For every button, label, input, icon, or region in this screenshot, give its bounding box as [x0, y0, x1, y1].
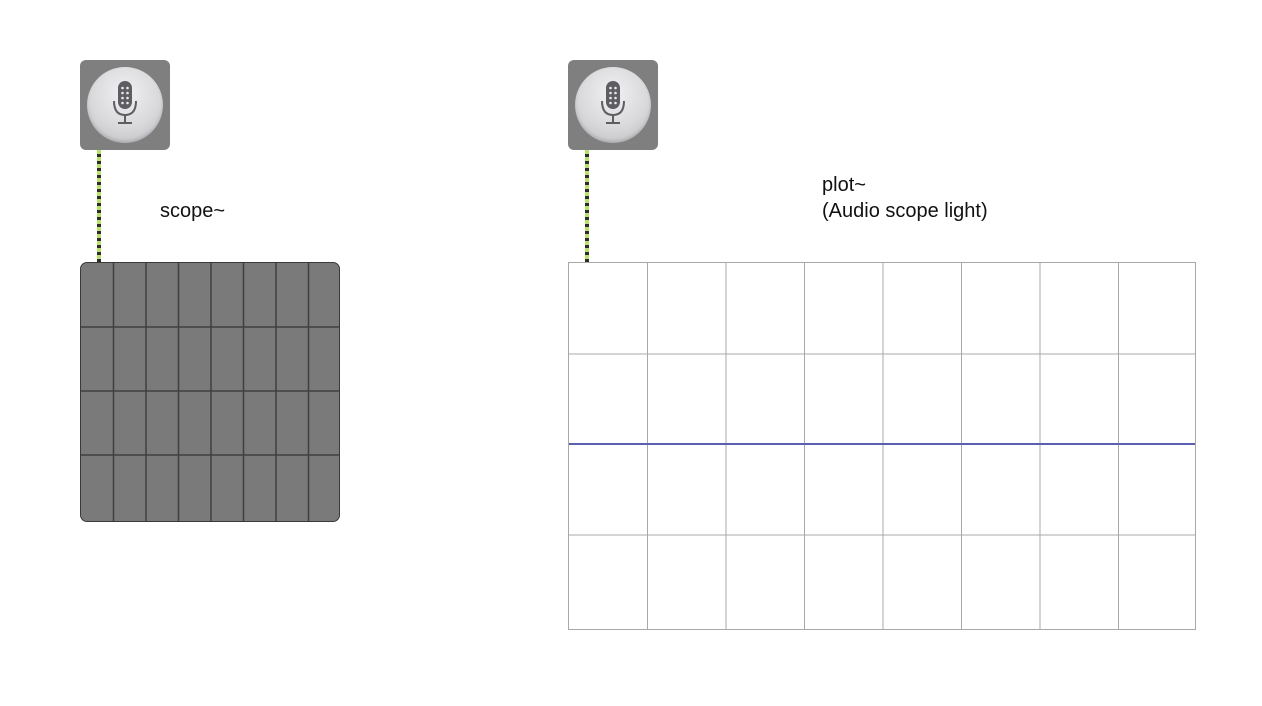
- scope-label: scope~: [160, 200, 226, 222]
- left-adc-dial[interactable]: [87, 67, 163, 143]
- left-patchcord[interactable]: [97, 150, 101, 262]
- plot-label-title: plot~: [822, 174, 866, 196]
- scope-grid: [81, 263, 339, 521]
- plot-label-subtitle: (Audio scope light): [822, 200, 988, 222]
- left-adc-button[interactable]: [80, 60, 170, 150]
- right-adc-button[interactable]: [568, 60, 658, 150]
- microphone-icon: [113, 81, 137, 124]
- right-patchcord[interactable]: [585, 150, 589, 262]
- microphone-icon: [601, 81, 625, 124]
- plot-label: plot~ (Audio scope light): [822, 172, 988, 224]
- right-adc-dial[interactable]: [575, 67, 651, 143]
- plot-grid: [569, 263, 1195, 629]
- scope-display[interactable]: [80, 262, 340, 522]
- plot-display[interactable]: [568, 262, 1196, 630]
